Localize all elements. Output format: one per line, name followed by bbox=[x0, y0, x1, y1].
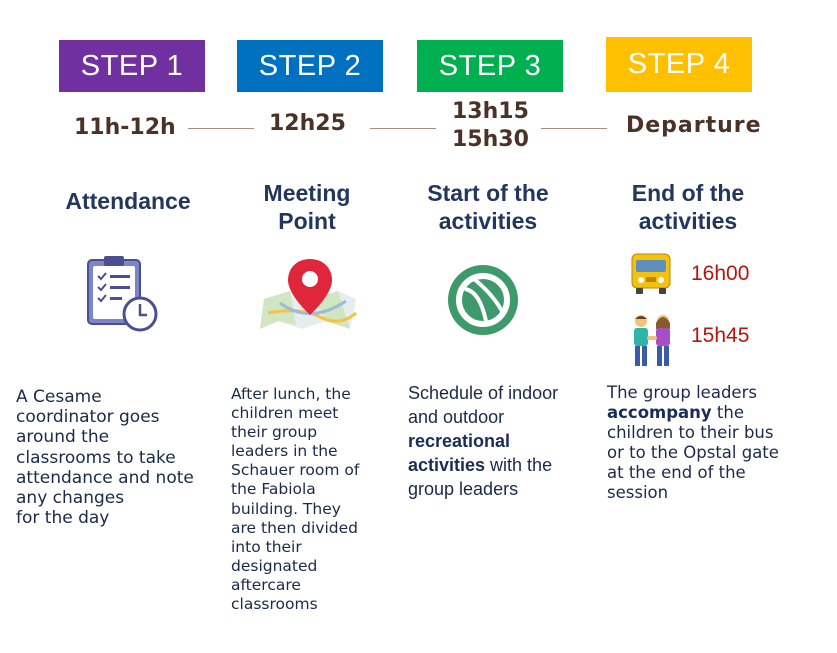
description-line: around the bbox=[16, 427, 110, 448]
school-bus-icon bbox=[628, 250, 674, 296]
description-line: for the day bbox=[16, 508, 110, 529]
step-4-badge: STEP 4 bbox=[606, 37, 752, 92]
step-1-badge: STEP 1 bbox=[59, 40, 205, 92]
step-1-title: Attendance bbox=[40, 187, 216, 215]
description-line: classrooms to take bbox=[16, 447, 176, 468]
step-2-label: STEP 2 bbox=[258, 49, 362, 82]
connector-1-2 bbox=[188, 128, 254, 129]
description-line: designated bbox=[231, 556, 318, 575]
description-line: at the end of the bbox=[607, 463, 746, 482]
step-3-label: STEP 3 bbox=[438, 49, 542, 82]
description-line: into their bbox=[231, 537, 302, 556]
step-3-time-start: 13h15 bbox=[452, 99, 529, 124]
step-1-time: 11h-12h bbox=[74, 115, 176, 140]
description-line: aftercare bbox=[231, 575, 301, 594]
description-line: their group bbox=[231, 423, 318, 442]
tennis-ball-icon bbox=[446, 263, 520, 337]
step-1-title-line: Attendance bbox=[65, 188, 191, 214]
description-line: classrooms bbox=[231, 595, 318, 614]
step-4-label: STEP 4 bbox=[627, 48, 731, 80]
connector-3-4 bbox=[541, 128, 607, 129]
description-line: Schauer room of bbox=[231, 461, 360, 480]
connector-2-3 bbox=[370, 128, 436, 129]
description-line: building. They bbox=[231, 499, 341, 518]
description-line: The group leaders bbox=[607, 383, 757, 402]
departure-time-walk: 15h45 bbox=[691, 324, 750, 347]
step-3-time-end: 15h30 bbox=[452, 127, 529, 152]
step-1-label: STEP 1 bbox=[80, 49, 184, 82]
step-2-time: 12h25 bbox=[269, 111, 346, 136]
departure-time-bus: 16h00 bbox=[691, 262, 750, 285]
description-line: or to the Opstal gate bbox=[607, 443, 779, 462]
description-line: session bbox=[607, 483, 669, 502]
description-line: children meet bbox=[231, 404, 339, 423]
step-4-title: End of the activities bbox=[598, 179, 778, 235]
description-line: any changes bbox=[16, 488, 125, 509]
step-3-time: 13h15 15h30 bbox=[452, 98, 529, 154]
description-line: coordinator goes bbox=[16, 407, 160, 428]
step-3-badge: STEP 3 bbox=[417, 40, 563, 92]
description-line: A Cesame bbox=[16, 387, 102, 407]
step-2-description: After lunch, the children meet their gro… bbox=[231, 385, 401, 614]
description-line: are then divided bbox=[231, 518, 359, 537]
clipboard-checklist-clock-icon bbox=[84, 254, 160, 334]
couple-walking-icon bbox=[626, 313, 678, 369]
step-3-title-line: Start of the bbox=[427, 180, 549, 206]
description-emphasis: accompany bbox=[607, 403, 712, 422]
step-4-description: The group leaders accompany the children… bbox=[607, 383, 827, 503]
description-emphasis: activities bbox=[408, 455, 486, 475]
description-line: leaders in the bbox=[231, 442, 338, 461]
description-emphasis: recreational bbox=[408, 431, 511, 451]
description-line: group leaders bbox=[408, 479, 519, 499]
description-line: Schedule of indoor bbox=[408, 383, 559, 403]
step-3-title-line: activities bbox=[438, 208, 538, 234]
step-3-description: Schedule of indoor and outdoor recreatio… bbox=[408, 381, 598, 501]
step-3-title: Start of the activities bbox=[398, 179, 578, 235]
description-line: attendance and note bbox=[16, 467, 194, 488]
description-line: and outdoor bbox=[408, 407, 505, 427]
step-2-title: Meeting Point bbox=[222, 179, 392, 235]
map-pin-icon bbox=[260, 255, 360, 333]
description-line: with the bbox=[485, 455, 553, 475]
step-4-title-line: End of the bbox=[631, 180, 745, 206]
step-1-description: A Cesame coordinator goes around the cla… bbox=[16, 387, 228, 528]
step-2-title-line: Meeting bbox=[263, 180, 351, 206]
description-line: the bbox=[711, 403, 744, 422]
description-line: the Fabiola bbox=[231, 480, 316, 499]
description-line: children to their bus bbox=[607, 423, 774, 442]
step-2-badge: STEP 2 bbox=[237, 40, 383, 92]
step-4-time: Departure bbox=[626, 113, 762, 138]
description-line: After lunch, the bbox=[231, 385, 351, 403]
step-2-title-line: Point bbox=[278, 208, 336, 234]
step-4-title-line: activities bbox=[638, 208, 738, 234]
